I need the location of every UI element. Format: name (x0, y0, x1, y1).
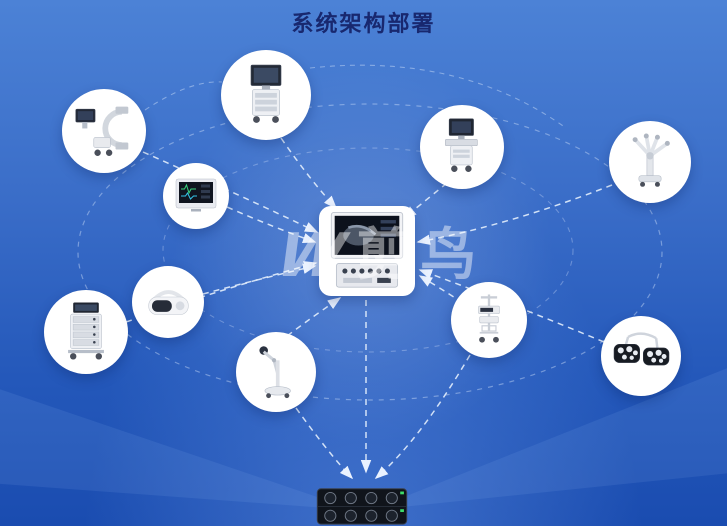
node-endoscopy-tower (44, 290, 128, 374)
endoscopy-tower-icon (68, 302, 104, 360)
c-arm-xray-icon (75, 106, 129, 156)
page-title: 系统架构部署 (291, 12, 436, 37)
arrow-robot-hub (416, 184, 613, 245)
node-ultrasound-cart (420, 105, 504, 189)
ultrasound-cart-icon (445, 118, 478, 172)
arrow-left-server (295, 407, 354, 480)
arrow-right-server (374, 354, 471, 479)
infusion-cart-icon (478, 294, 500, 343)
node-server-rack (312, 483, 412, 526)
arrow-monitor-hub (226, 206, 317, 243)
node-dual-surgical-lights (601, 316, 681, 396)
surgical-robot-icon (632, 133, 670, 187)
node-endoscopy-video-cart (221, 50, 311, 140)
vr-headset-icon (147, 289, 189, 315)
node-infusion-cart (451, 282, 527, 358)
dual-surgical-lights-icon (613, 331, 669, 365)
node-central-hub-console (319, 206, 415, 296)
surgical-arm-stand-icon (258, 345, 291, 398)
node-patient-monitor (163, 163, 229, 229)
central-hub-console-icon (330, 211, 404, 288)
server-rack-icon (316, 487, 408, 525)
node-surgical-arm-stand (236, 332, 316, 412)
node-c-arm-xray (62, 89, 146, 173)
link-carm-to-topcart (144, 81, 223, 111)
patient-monitor-icon (175, 178, 217, 212)
arrow-armstand-hub (286, 297, 342, 337)
endoscopy-video-cart-icon (250, 64, 282, 123)
arrow-topcart-hub (280, 137, 338, 210)
arrow-headset-hub (202, 263, 317, 295)
node-surgical-robot (609, 121, 691, 203)
node-vr-headset (132, 266, 204, 338)
